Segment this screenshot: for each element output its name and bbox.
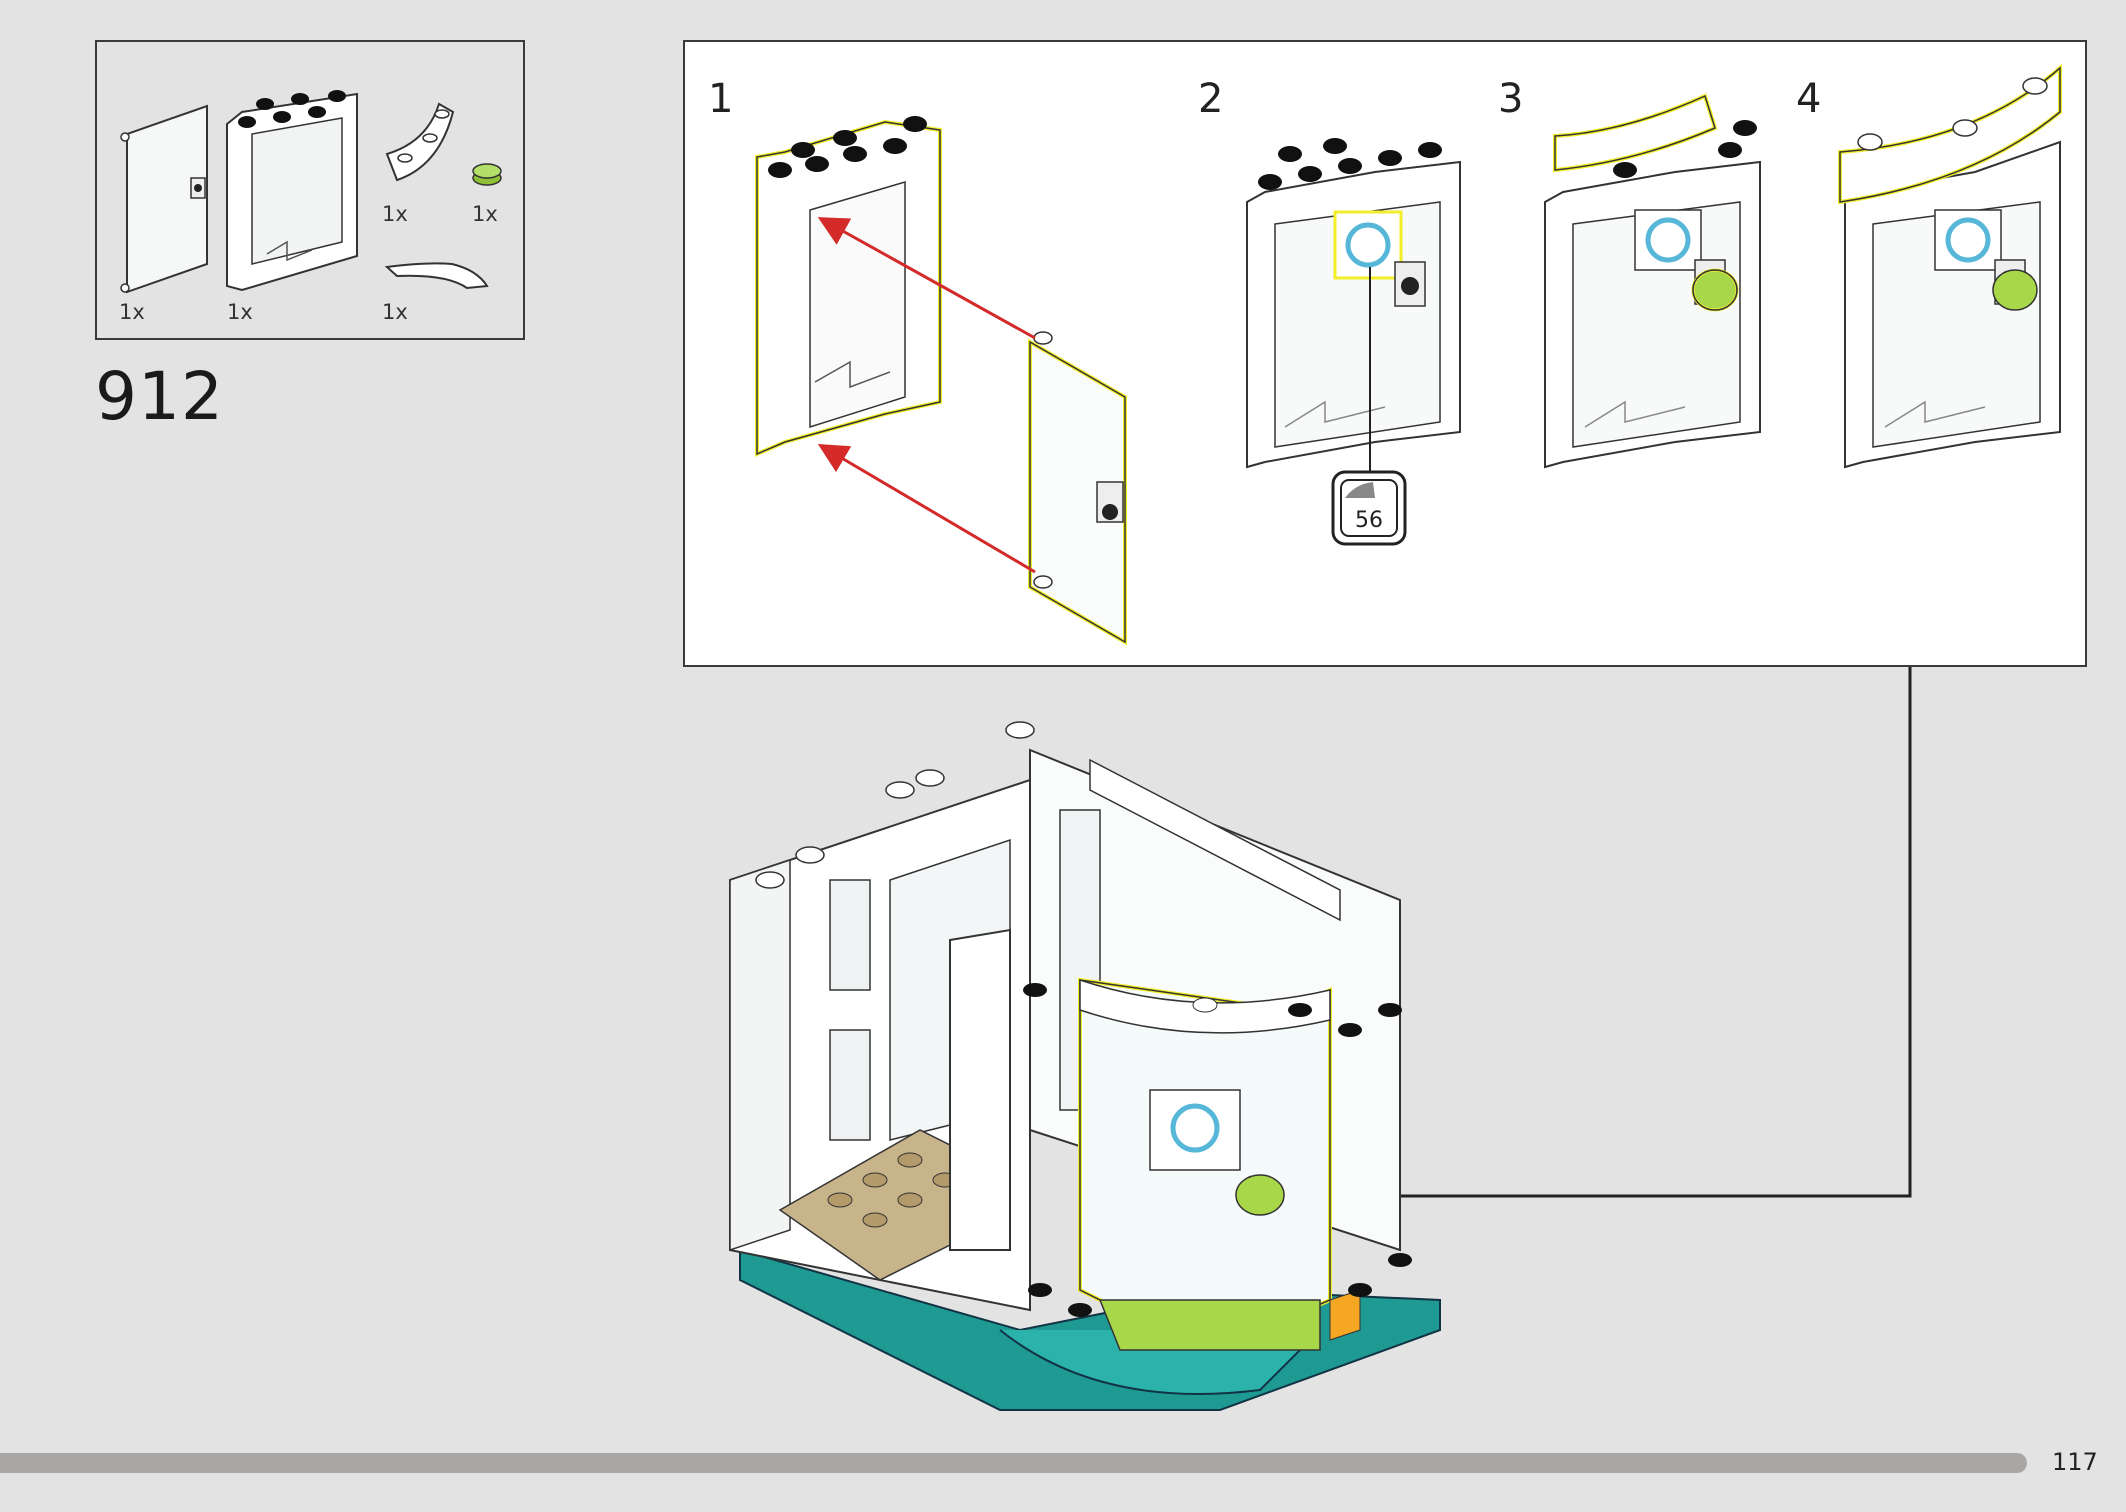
substeps-callout: 1 2 3 4 (683, 40, 2087, 667)
lime-tile-part (472, 163, 502, 186)
substep-number: 1 (708, 76, 734, 122)
substep-number: 2 (1198, 76, 1224, 122)
substep-3-frame (1544, 93, 1761, 469)
curved-tile-part (384, 262, 489, 290)
substep-1-door (1028, 331, 1127, 646)
parts-list: 1x 1x 1x 1x 1x (95, 40, 525, 340)
substep-2-frame (1246, 138, 1461, 472)
part-quantity: 1x (382, 202, 408, 226)
part-quantity: 1x (227, 300, 253, 324)
parts-illustration (120, 90, 502, 294)
sticker-number: 56 (1355, 508, 1383, 533)
door-frame-part (226, 90, 358, 292)
progress-fill (0, 1453, 1932, 1473)
main-model (729, 721, 1441, 1411)
sticker-callout (1331, 470, 1407, 546)
door-panel-part (120, 104, 208, 294)
arrow-red (817, 443, 1036, 574)
page-number: 117 (2052, 1448, 2098, 1476)
substep-number: 4 (1796, 76, 1822, 122)
substeps-illustration (755, 63, 2062, 646)
substep-4-frame (1838, 63, 2062, 469)
curved-brick-part (385, 102, 455, 182)
progress-bar (0, 1453, 2027, 1473)
step-number: 912 (95, 358, 224, 435)
substep-number: 3 (1498, 76, 1524, 122)
part-quantity: 1x (382, 300, 408, 324)
part-quantity: 1x (472, 202, 498, 226)
arrow-red (817, 217, 1036, 340)
part-quantity: 1x (119, 300, 145, 324)
